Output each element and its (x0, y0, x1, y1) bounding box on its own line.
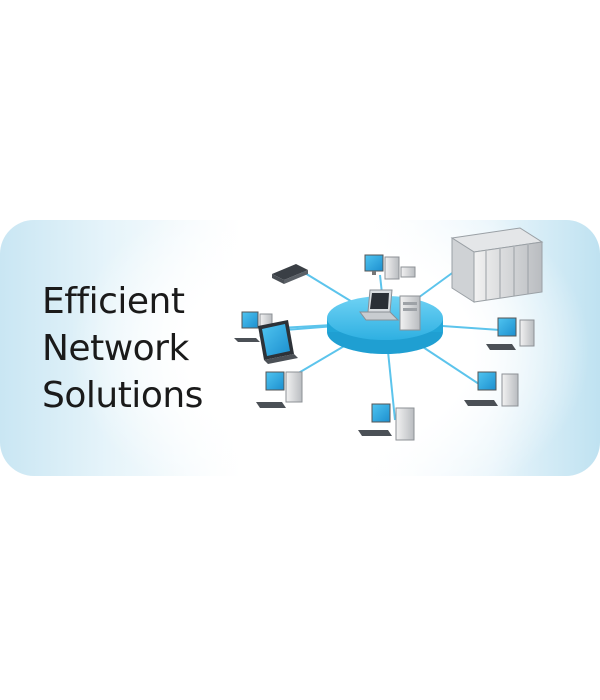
desktop-computer-icon (358, 403, 415, 441)
tablet-icon (258, 320, 298, 364)
network-banner: Efficient Network Solutions (0, 220, 600, 476)
network-diagram (234, 227, 544, 441)
desktop-computer-icon (364, 254, 416, 280)
headline-line-2: Network (42, 328, 189, 369)
hub-disc-icon (327, 289, 443, 354)
server-rack-icon (450, 227, 544, 303)
desktop-computer-icon (256, 371, 303, 408)
headline-line-1: Efficient (42, 281, 185, 322)
desktop-computer-icon (486, 317, 535, 350)
desktop-computer-icon (464, 371, 519, 407)
headline-line-3: Solutions (42, 375, 203, 416)
scanner-icon (272, 264, 308, 284)
headline: Efficient Network Solutions (42, 278, 203, 419)
